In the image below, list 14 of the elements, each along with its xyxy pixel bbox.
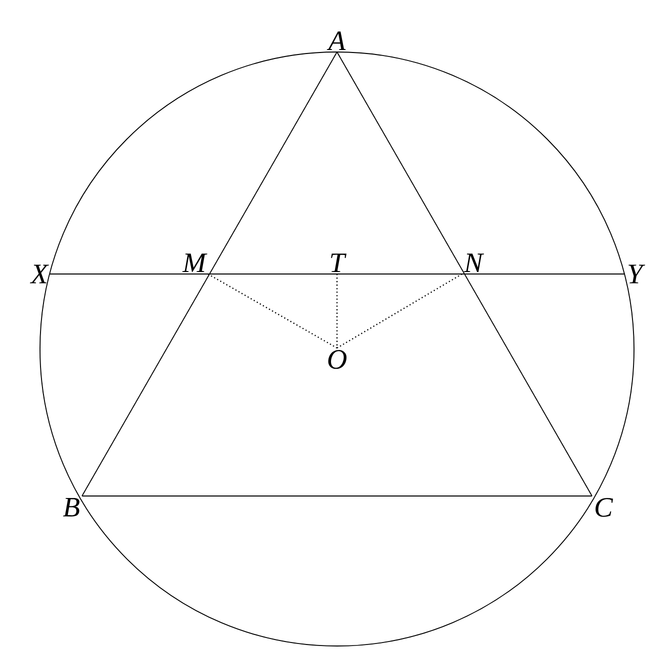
point-label: M bbox=[182, 254, 208, 272]
point-label: Y bbox=[628, 264, 646, 284]
point-label: A bbox=[326, 31, 346, 50]
point-label: N bbox=[464, 254, 484, 272]
dotted-line bbox=[208, 274, 338, 349]
point-label: T bbox=[331, 254, 346, 272]
point-label: O bbox=[328, 350, 346, 369]
point-label: X bbox=[30, 264, 49, 284]
point-label: B bbox=[63, 498, 80, 516]
dotted-line bbox=[336, 274, 462, 348]
point-label: C bbox=[596, 498, 614, 517]
line-segment bbox=[82, 52, 338, 496]
line-segment bbox=[336, 52, 592, 496]
dotted-line bbox=[336, 274, 338, 348]
